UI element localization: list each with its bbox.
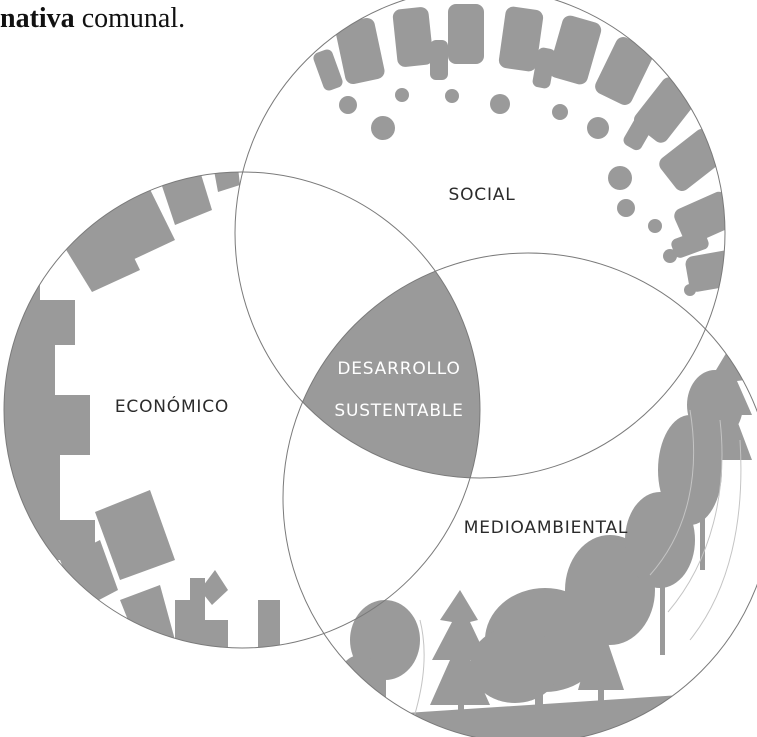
header-rest-text: comunal. xyxy=(74,3,186,34)
social-people-graphic xyxy=(313,4,725,296)
label-social: SOCIAL xyxy=(449,185,516,205)
label-center-line2: SUSTENTABLE xyxy=(334,401,463,421)
economic-circle xyxy=(3,171,481,649)
header-bold-text: nativa xyxy=(0,3,75,34)
label-center-line1: DESARROLLO xyxy=(337,359,460,379)
environment-circle xyxy=(282,252,757,737)
label-economico: ECONÓMICO xyxy=(115,395,229,417)
header-text: nativa comunal. xyxy=(0,3,186,35)
social-circle xyxy=(234,0,726,479)
label-medioambiental: MEDIOAMBIENTAL xyxy=(464,518,628,538)
